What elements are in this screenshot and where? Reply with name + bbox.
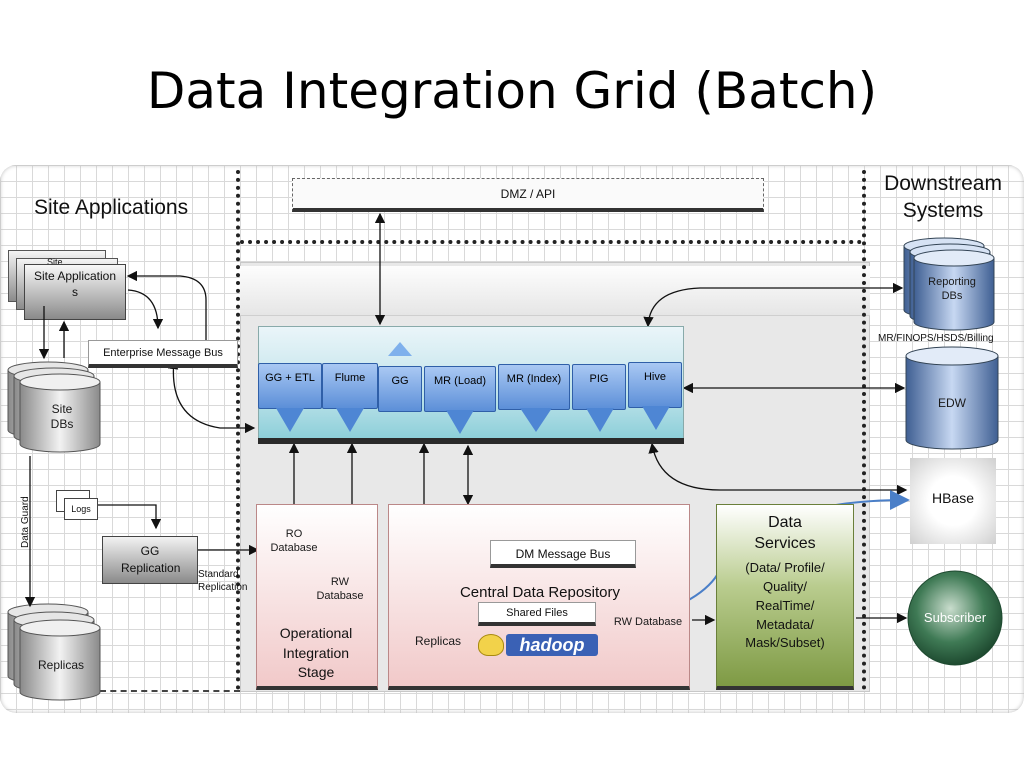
- down-arrow-icon: [446, 410, 474, 434]
- tool-hive[interactable]: Hive: [628, 362, 682, 408]
- reporting-dbs-label: Reporting DBs: [928, 276, 976, 302]
- up-arrow-icon: [388, 342, 412, 356]
- down-arrow-icon: [276, 408, 304, 432]
- ro-database-label: RO Database: [270, 528, 318, 554]
- tool-mr-index[interactable]: MR (Index): [498, 364, 570, 410]
- data-services-label: Data Services: [754, 514, 816, 552]
- dmz-api-label: DMZ / API: [500, 187, 556, 201]
- central-data-repository: [388, 504, 690, 690]
- left-dotted-boundary: [236, 170, 240, 690]
- reporting-dbs-sublabel: MR/FINOPS/HSDS/Billing: [878, 333, 994, 344]
- shared-files-box[interactable]: Shared Files: [478, 602, 596, 626]
- central-replicas-label: Replicas: [414, 634, 462, 648]
- right-dotted-boundary: [862, 170, 866, 690]
- enterprise-message-bus-label: Enterprise Message Bus: [103, 347, 223, 359]
- edw-label: EDW: [938, 396, 966, 410]
- shared-files-label: Shared Files: [506, 607, 568, 619]
- site-dbs-label: Site DBs: [50, 402, 74, 431]
- elephant-icon: [478, 634, 504, 656]
- data-services-detail: (Data/ Profile/ Quality/ RealTime/ Metad…: [745, 560, 825, 651]
- tool-gg-etl[interactable]: GG + ETL: [258, 363, 322, 409]
- central-rw-database-label: RW Database: [613, 616, 683, 628]
- site-applications-box[interactable]: Site Application s: [24, 264, 126, 320]
- down-arrow-icon: [586, 408, 614, 432]
- enterprise-message-bus[interactable]: Enterprise Message Bus: [88, 340, 238, 368]
- tool-gg[interactable]: GG: [378, 366, 422, 412]
- operational-rw-database-label: RW Database: [316, 576, 364, 602]
- hbase-label: HBase: [931, 490, 975, 506]
- tool-flume[interactable]: Flume: [322, 363, 378, 409]
- dm-message-bus-label: DM Message Bus: [515, 547, 611, 561]
- central-data-repository-label: Central Data Repository: [459, 584, 621, 601]
- operational-stage-label: Operational Integration Stage: [279, 625, 353, 681]
- dmz-api-box[interactable]: DMZ / API: [292, 178, 764, 212]
- down-arrow-icon: [642, 406, 670, 430]
- standard-replication-label: Standard Replication: [198, 569, 248, 593]
- down-arrow-icon: [336, 408, 364, 432]
- gg-replication-box[interactable]: GG Replication: [102, 536, 198, 584]
- data-guard-label: Data Guard: [20, 496, 31, 548]
- down-arrow-icon: [520, 408, 552, 432]
- tool-pig[interactable]: PIG: [572, 364, 626, 410]
- hadoop-wordmark: hadoop: [506, 634, 598, 656]
- slide-title: Data Integration Grid (Batch): [146, 62, 878, 120]
- bottom-dashed-link: [100, 690, 240, 692]
- gg-replication-label: GG Replication: [121, 544, 181, 575]
- top-dotted-boundary: [240, 240, 862, 244]
- dm-message-bus[interactable]: DM Message Bus: [490, 540, 636, 568]
- logs-box[interactable]: Logs: [64, 498, 98, 520]
- tool-mr-load[interactable]: MR (Load): [424, 366, 496, 412]
- hbase-box[interactable]: HBase: [910, 458, 996, 544]
- logs-label: Logs: [71, 504, 91, 514]
- left-replicas-label: Replicas: [37, 658, 85, 672]
- integration-tools-base: [258, 438, 684, 444]
- site-applications-label: Site Application s: [33, 269, 117, 300]
- hadoop-logo: hadoop: [478, 632, 600, 662]
- downstream-systems-heading: Downstream Systems: [884, 172, 1002, 223]
- operational-integration-stage: [256, 504, 378, 690]
- data-services-box[interactable]: Data Services (Data/ Profile/ Quality/ R…: [716, 504, 854, 690]
- platform-header-band: [240, 266, 870, 316]
- subscriber-label: Subscriber: [923, 610, 987, 625]
- site-apps-stack-label: Site: [47, 257, 63, 267]
- site-applications-heading: Site Applications: [34, 196, 189, 219]
